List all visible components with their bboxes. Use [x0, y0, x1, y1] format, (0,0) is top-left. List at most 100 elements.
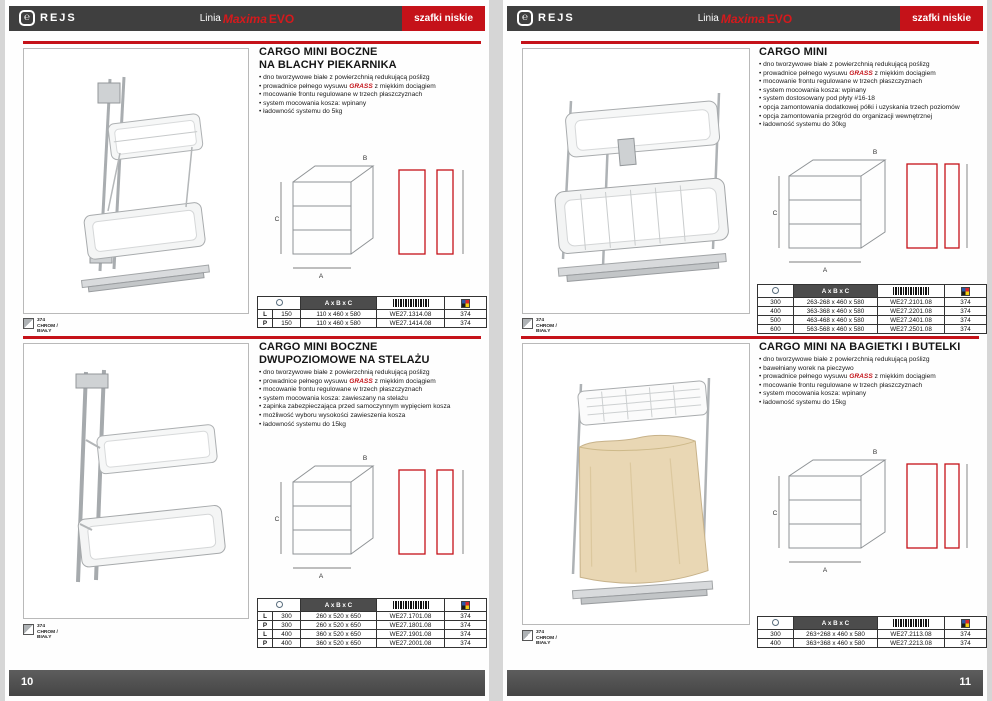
technical-drawing: A C B	[275, 155, 464, 280]
product-line-title: Linia Maxima EVO	[200, 6, 295, 31]
category-badge: szafki niskie	[402, 6, 485, 31]
line-suffix: EVO	[766, 11, 793, 26]
product-photo	[522, 48, 750, 314]
code-cell: WE27.1801.08	[376, 620, 445, 630]
table-row: L 150 110 x 460 x 580 WE27.1314.08 374	[257, 309, 487, 319]
barcode-header-cell	[376, 598, 445, 612]
chrome-white-swatch-icon	[23, 318, 34, 329]
section-title: CARGO MINI NA BAGIETKI I BUTELKI	[759, 341, 985, 354]
table-row: P 300 260 x 520 x 650 WE27.1801.08 374	[257, 620, 487, 630]
color-code: 374	[536, 630, 545, 635]
color-chip: 374 CHROM / BIAŁY	[522, 630, 557, 647]
code-cell: WE27.1414.08	[376, 318, 445, 328]
color-code: 374	[37, 318, 46, 323]
color-chart-icon	[961, 286, 970, 296]
feature-list: dno tworzywowe białe z powierzchnią redu…	[259, 74, 485, 117]
rejs-logo: ℮ REJS	[19, 10, 77, 26]
width-cell: 300	[272, 611, 301, 621]
table-row: 300 263÷268 x 460 x 580 WE27.2113.08 374	[757, 629, 987, 639]
feature-item: opcja zamontowania przegród do organizac…	[759, 113, 985, 122]
width-cell: 300	[757, 629, 794, 639]
color-cell: 374	[444, 318, 487, 328]
width-header-cell	[757, 284, 794, 298]
dims-header-cell: A x B x C	[793, 616, 878, 630]
color-cell: 374	[444, 611, 487, 621]
table-row: 300 263-268 x 460 x 580 WE27.2101.08 374	[757, 297, 987, 307]
diameter-icon	[275, 601, 283, 609]
dims-cell: 360 x 520 x 650	[300, 638, 377, 648]
dims-cell: 363-368 x 460 x 580	[793, 306, 878, 316]
dims-cell: 363÷368 x 460 x 580	[793, 638, 878, 648]
width-header-cell	[257, 296, 301, 310]
line-prefix: Linia	[199, 13, 221, 24]
product-illustration	[554, 92, 729, 282]
dim-label-c: C	[275, 216, 280, 223]
diameter-icon	[772, 619, 779, 627]
color-chip-text: 374 CHROM / BIAŁY	[536, 318, 557, 335]
product-line-title: Linia Maxima EVO	[698, 6, 793, 31]
technical-drawing: A C B	[773, 149, 968, 274]
feature-item: prowadnice pełnego wysuwu GRASS z miękki…	[259, 83, 485, 92]
feature-list: dno tworzywowe białe z powierzchnią redu…	[759, 61, 985, 130]
color-chip: 374 CHROM / BIAŁY	[522, 318, 557, 335]
title-line: DWUPOZIOMOWE NA STELAŻU	[259, 353, 430, 366]
feature-item: dno tworzywowe białe z powierzchnią redu…	[759, 61, 985, 70]
catalog-page-right: ℮ REJS Linia Maxima EVO szafki niskie	[503, 0, 987, 701]
dims-cell: 360 x 520 x 650	[300, 629, 377, 639]
chrome-white-swatch-icon	[522, 318, 533, 329]
feature-list: dno tworzywowe białe z powierzchnią redu…	[759, 356, 985, 408]
dims-header-cell: A x B x C	[793, 284, 878, 298]
width-cell: 400	[272, 638, 301, 648]
code-cell: WE27.2401.08	[877, 315, 945, 325]
dim-label-a: A	[823, 267, 828, 274]
color-chip: 374 CHROM / BIAŁY	[23, 318, 58, 335]
dims-header-cell: A x B x C	[300, 598, 377, 612]
color-name-line2: BIAŁY	[536, 329, 551, 335]
page-footer: 11	[507, 670, 983, 696]
code-cell: WE27.2001.08	[376, 638, 445, 648]
feature-item: system mocowania kosza: wpinany	[759, 390, 985, 399]
product-table: A x B x C L 150 110 x 460 x 580 WE27.131…	[257, 296, 487, 328]
page-number: 11	[959, 676, 971, 688]
barcode-icon	[893, 287, 929, 295]
feature-item: system mocowania kosza: wpinany	[759, 87, 985, 96]
barcode-header-cell	[877, 616, 945, 630]
code-cell: WE27.1701.08	[376, 611, 445, 621]
title-line: CARGO MINI NA BAGIETKI I BUTELKI	[759, 341, 961, 353]
rejs-logo-icon: ℮	[517, 10, 533, 26]
feature-item: opcja zamontowania dodatkowej półki i uz…	[759, 104, 985, 113]
dims-cell: 563-568 x 460 x 580	[793, 324, 878, 334]
color-chip-text: 374 CHROM / BIAŁY	[37, 318, 58, 335]
color-name-line1: CHROM /	[536, 323, 557, 329]
feature-item: system mocowania kosza: zawieszany na st…	[259, 395, 485, 404]
feature-item: prowadnice pełnego wysuwu GRASS z miękki…	[759, 70, 985, 79]
color-chip-text: 374 CHROM / BIAŁY	[536, 630, 557, 647]
dim-label-b: B	[363, 455, 367, 462]
color-name-line2: BIAŁY	[536, 641, 551, 647]
feature-item: ładowność systemu do 5kg	[259, 108, 485, 117]
feature-item: mocowanie frontu regulowane w trzech pła…	[759, 78, 985, 87]
color-header-cell	[944, 616, 987, 630]
width-cell: 600	[757, 324, 794, 334]
dims-cell: 110 x 460 x 580	[300, 318, 377, 328]
dims-cell: 463-468 x 460 x 580	[793, 315, 878, 325]
dims-cell: 110 x 460 x 580	[300, 309, 377, 319]
brand-name: REJS	[40, 12, 77, 24]
code-cell: WE27.1901.08	[376, 629, 445, 639]
table-row: 600 563-568 x 460 x 580 WE27.2501.08 374	[757, 324, 987, 334]
barcode-header-cell	[877, 284, 945, 298]
title-line: CARGO MINI	[759, 46, 828, 58]
table-row: L 400 360 x 520 x 650 WE27.1901.08 374	[257, 629, 487, 639]
product-illustration	[571, 377, 714, 605]
chrome-white-swatch-icon	[522, 630, 533, 641]
table-row: L 300 260 x 520 x 650 WE27.1701.08 374	[257, 611, 487, 621]
table-row: 400 363÷368 x 460 x 580 WE27.2213.08 374	[757, 638, 987, 648]
product-illustration	[80, 76, 210, 293]
feature-item: ładowność systemu do 30kg	[759, 121, 985, 130]
rejs-logo: ℮ REJS	[517, 10, 575, 26]
dim-label-a: A	[823, 567, 828, 574]
dim-label-a: A	[319, 273, 324, 280]
page-header: ℮ REJS Linia Maxima EVO szafki niskie	[507, 6, 983, 31]
section-title: CARGO MINI	[759, 46, 985, 59]
line-name: Maxima	[720, 11, 765, 26]
